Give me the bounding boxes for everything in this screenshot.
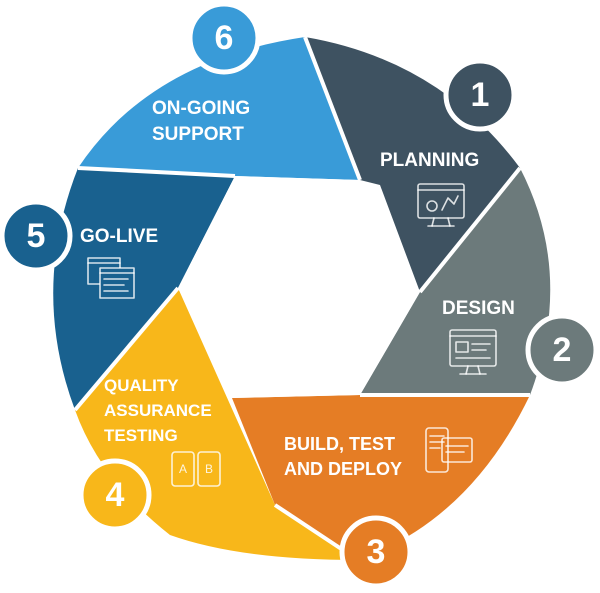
segment-support bbox=[78, 37, 360, 180]
planning-monitor-icon bbox=[417, 183, 465, 227]
segment-golive bbox=[53, 168, 236, 410]
ab-test-icon: A B bbox=[171, 451, 221, 487]
devices-icon bbox=[425, 427, 473, 473]
stage-badge-3: 3 bbox=[339, 515, 413, 589]
stage-badge-2: 2 bbox=[525, 313, 599, 387]
svg-text:3: 3 bbox=[367, 533, 386, 571]
svg-text:6: 6 bbox=[215, 19, 234, 57]
segment-design bbox=[360, 168, 551, 395]
segment-build bbox=[232, 395, 530, 560]
stage-label-design: DESIGN bbox=[442, 298, 515, 319]
segment-separators bbox=[73, 36, 530, 562]
browser-windows-icon bbox=[87, 257, 135, 299]
stage-badge-6: 6 bbox=[187, 1, 261, 75]
svg-text:5: 5 bbox=[27, 217, 46, 255]
svg-text:A: A bbox=[179, 462, 187, 476]
design-monitor-icon bbox=[449, 329, 497, 375]
stage-badge-5: 5 bbox=[0, 199, 73, 273]
center-hole bbox=[178, 176, 420, 398]
stage-label-build: BUILD, TEST AND DEPLOY bbox=[284, 434, 402, 479]
stage-badge-1: 1 bbox=[443, 58, 517, 132]
segment-planning bbox=[305, 37, 520, 292]
svg-text:1: 1 bbox=[471, 76, 490, 114]
svg-text:4: 4 bbox=[106, 476, 125, 514]
svg-text:B: B bbox=[205, 462, 213, 476]
stage-label-golive: GO-LIVE bbox=[80, 226, 158, 247]
svg-text:2: 2 bbox=[553, 331, 572, 369]
stage-label-planning: PLANNING bbox=[380, 150, 479, 171]
stage-badge-4: 4 bbox=[78, 458, 152, 532]
stage-label-support: ON-GOING SUPPORT bbox=[152, 98, 255, 145]
stage-label-qa: QUALITY ASSURANCE TESTING bbox=[104, 376, 216, 445]
